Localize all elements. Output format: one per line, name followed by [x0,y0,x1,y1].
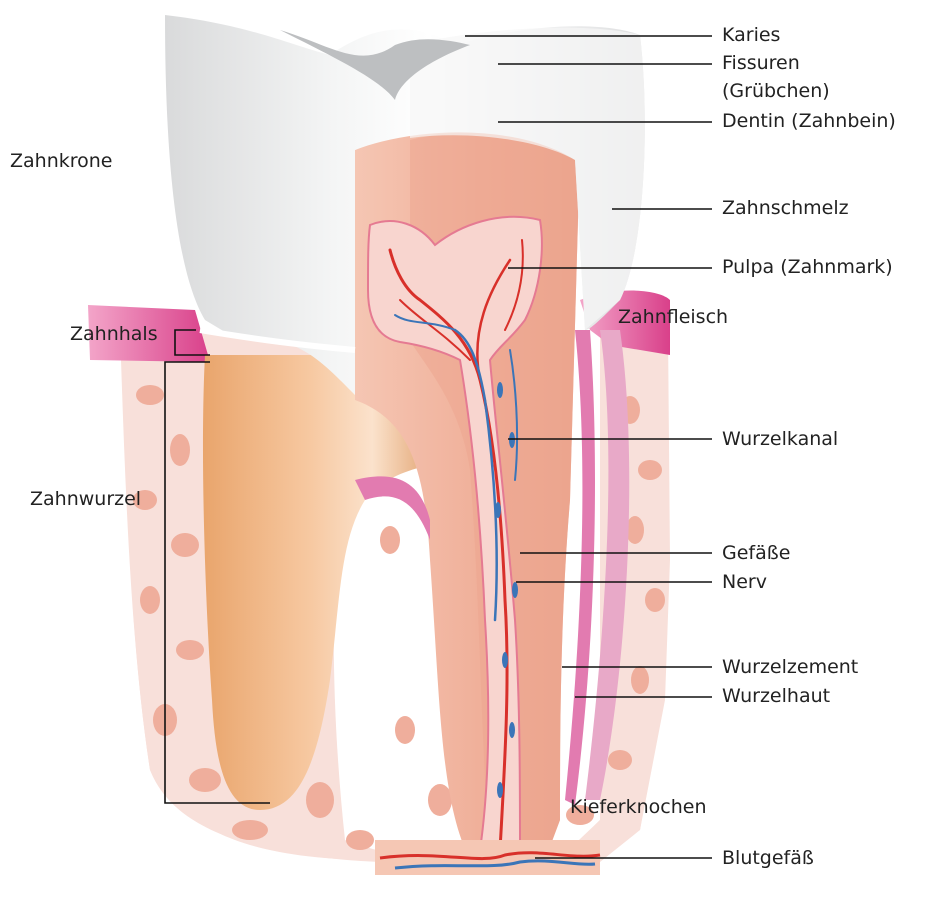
label-gefaesse: Gefäße [722,541,790,565]
label-zahnkrone: Zahnkrone [10,149,113,173]
label-fissuren: Fissuren [722,51,800,75]
label-zahnhals: Zahnhals [70,322,158,346]
label-wurzelzement: Wurzelzement [722,655,858,679]
label-pulpa: Pulpa (Zahnmark) [722,255,893,279]
label-karies: Karies [722,23,780,47]
label-blutgefaess: Blutgefäß [722,846,814,870]
label-zahnwurzel: Zahnwurzel [30,487,141,511]
label-nerv: Nerv [722,570,767,594]
label-dentin: Dentin (Zahnbein) [722,109,896,133]
label-wurzelhaut: Wurzelhaut [722,684,830,708]
label-fissuren-gruebchen: (Grübchen) [722,79,830,103]
label-kieferknochen: Kieferknochen [570,795,707,819]
label-zahnfleisch: Zahnfleisch [618,305,728,329]
label-wurzelkanal: Wurzelkanal [722,427,838,451]
label-zahnschmelz: Zahnschmelz [722,196,849,220]
